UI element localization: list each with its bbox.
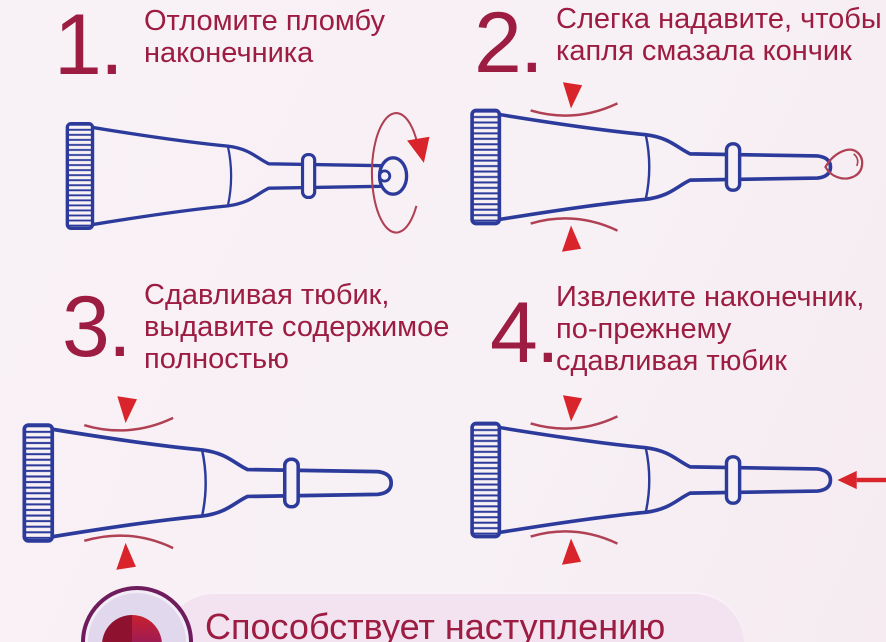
squeeze-arrow-bottom-icon: [529, 217, 619, 254]
instruction-line: Извлеките наконечник,: [556, 281, 865, 313]
step-2-number: 2.: [474, 0, 544, 91]
pull-out-arrow-icon: [837, 470, 886, 490]
open-tube-with-drop-illustration: [470, 80, 864, 254]
instruction-line: Сдавливая тюбик,: [144, 279, 390, 311]
instruction-line: сдавливая тюбик: [556, 345, 787, 377]
step-3-number: 3.: [62, 279, 132, 375]
open-tube-pull-out-illustration: [470, 393, 886, 567]
instruction-line: полностью: [144, 343, 289, 375]
squeeze-arrow-top-icon: [83, 394, 175, 432]
open-tube-squeezed-illustration: [22, 394, 394, 572]
instruction-line: наконечника: [144, 37, 314, 69]
brand-badge: [81, 586, 193, 642]
footer-banner-text: Способствует наступлению: [205, 606, 666, 642]
squeeze-arrow-top-icon: [529, 80, 619, 117]
single-dose-tube-icon: [22, 423, 394, 543]
footer-banner: [164, 592, 744, 642]
sealed-tube-illustration: [65, 112, 431, 234]
squeeze-arrow-bottom-icon: [529, 530, 619, 567]
step-1-number: 1.: [54, 0, 124, 93]
instruction-line: Слегка надавите, чтобы: [556, 3, 882, 35]
single-dose-tube-icon: [470, 421, 833, 539]
step-3-instruction: Сдавливая тюбик, выдавите содержимое пол…: [144, 279, 449, 375]
single-dose-tube-icon: [470, 108, 833, 226]
instruction-line: капля смазала кончик: [556, 35, 852, 67]
step-4-instruction: Извлеките наконечник, по-прежнему сдавли…: [556, 281, 865, 377]
instruction-line: по-прежнему: [556, 313, 732, 345]
step-4-number: 4.: [490, 285, 560, 381]
squeeze-arrow-bottom-icon: [83, 534, 175, 572]
step-1-instruction: Отломите пломбу наконечника: [144, 5, 385, 69]
step-2-instruction: Слегка надавите, чтобы капля смазала кон…: [556, 3, 882, 67]
instruction-line: Отломите пломбу: [144, 5, 386, 37]
single-dose-tube-icon: [65, 122, 409, 230]
squeeze-arrow-top-icon: [529, 393, 619, 430]
clock-pie-logo-icon: [102, 615, 162, 642]
instruction-line: выдавите содержимое: [144, 311, 450, 343]
